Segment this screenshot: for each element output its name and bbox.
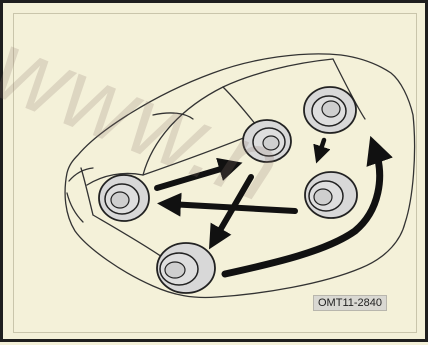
diagram-code-label: OMT11-2840 [313,295,387,311]
rotation-arrows-icon [154,135,393,278]
car-outline-icon [64,53,416,299]
arrow-rear-right-to-front-left [208,174,254,250]
front-right-tire-icon [98,174,150,222]
rear-right-tire-icon [242,119,292,163]
tire-rotation-diagram [64,53,416,299]
front-left-tire-icon [156,242,216,294]
rear-left-tire-icon [304,171,358,219]
arrow-front-left-to-spare [221,135,393,278]
arrow-spare-to-rear-left [313,137,331,164]
spare-tire-icon [303,86,357,134]
arrow-front-right-to-rear-right [154,157,243,191]
